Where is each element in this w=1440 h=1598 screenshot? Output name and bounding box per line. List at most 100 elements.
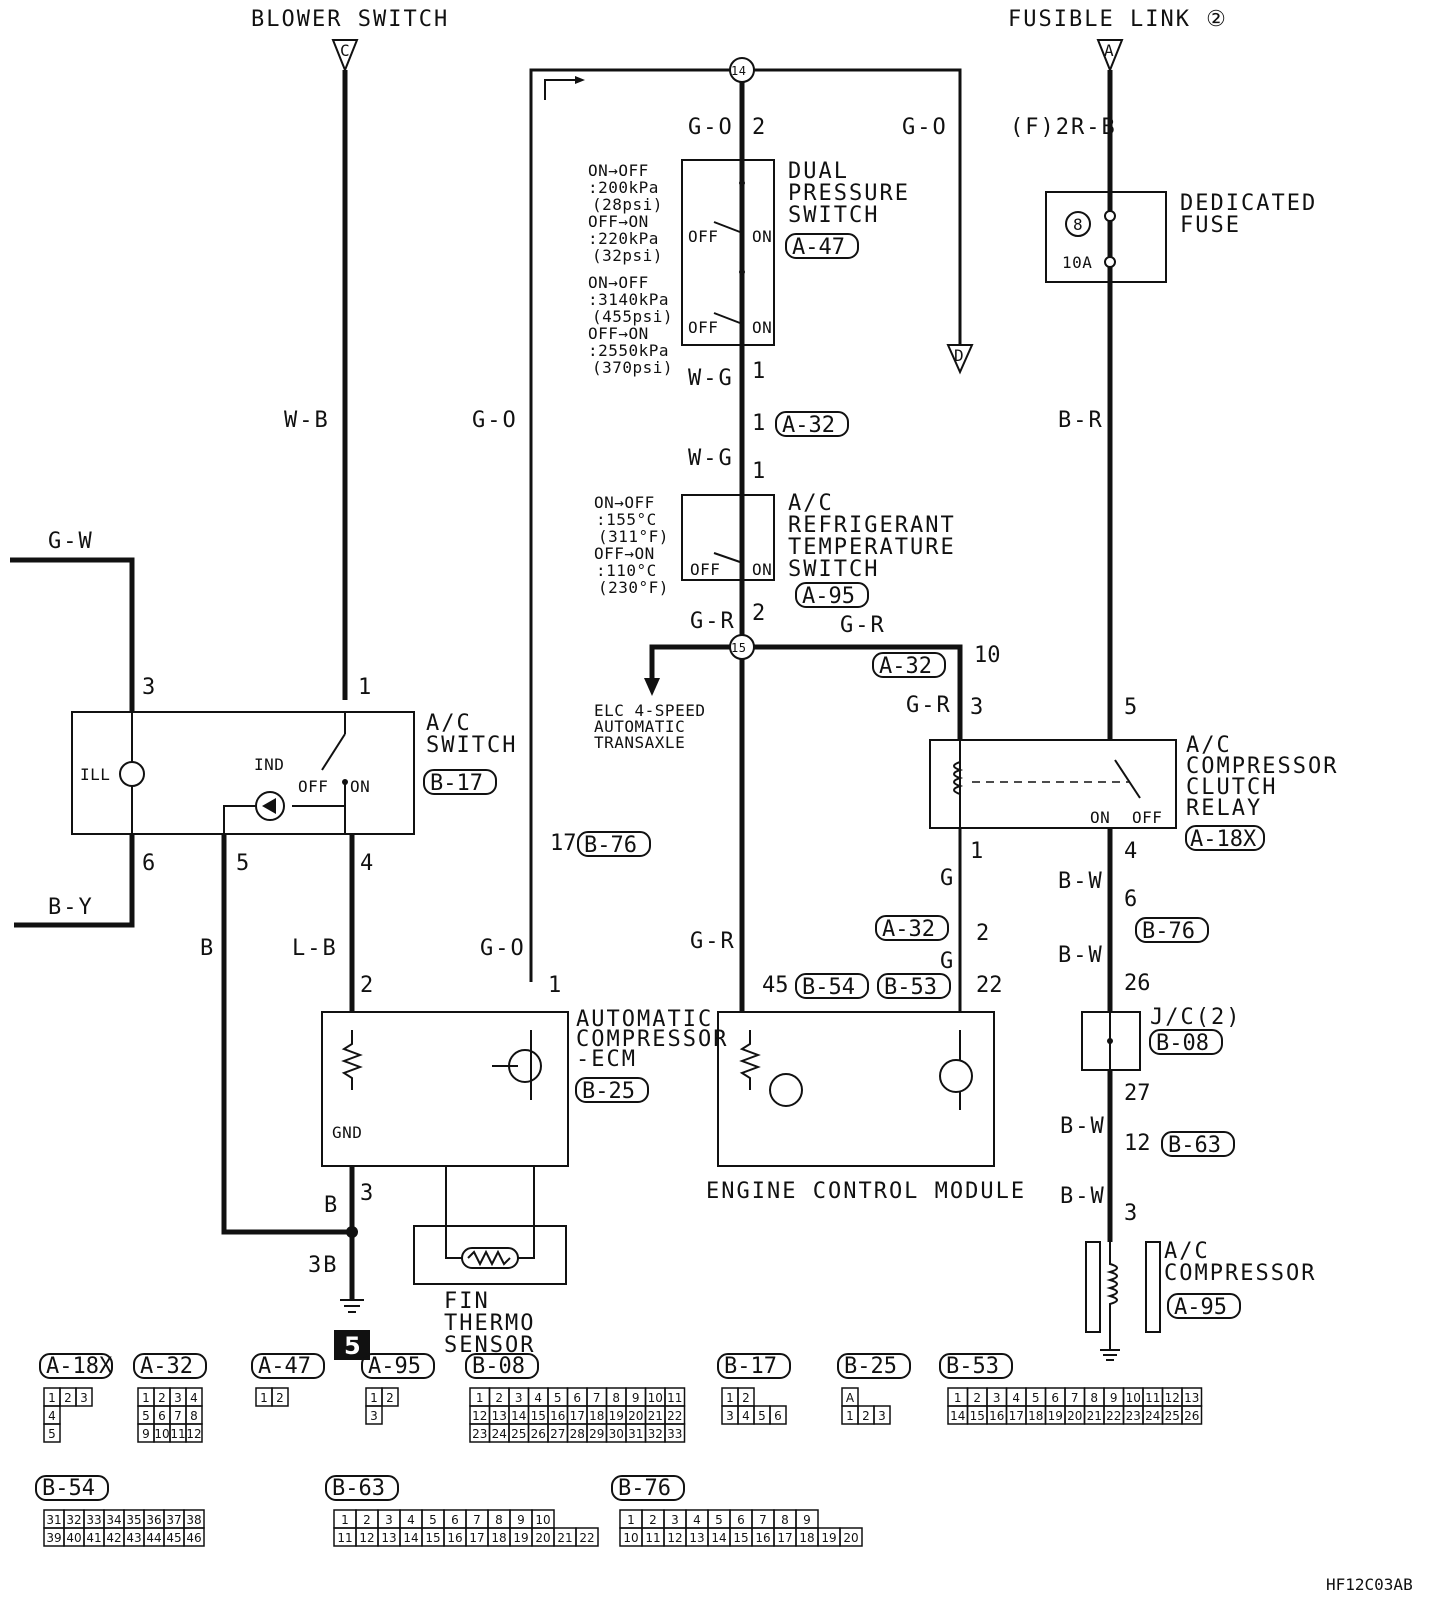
ecm-input-transistor — [769, 1073, 803, 1107]
pin-b63-12: 12 — [1124, 1131, 1151, 1156]
dps-on-1: ON — [752, 227, 772, 246]
ac-switch-name-0: A/C — [426, 711, 472, 736]
pin-b76-6: 6 — [1124, 887, 1137, 912]
wire-g-r-2-label: G-R — [840, 613, 886, 638]
connector-pin-number: 18 — [491, 1531, 506, 1545]
dps-contact — [713, 312, 741, 324]
terminal-a-letter: A — [1104, 41, 1114, 60]
fusible-link-label: FUSIBLE LINK ② — [1008, 7, 1228, 32]
connector-pin-number: 21 — [557, 1531, 572, 1545]
terminal-a-marker — [1096, 39, 1124, 73]
fuse-number: 8 — [1073, 215, 1083, 234]
jc-node — [1107, 1038, 1113, 1044]
connector-pin-number: 1 — [726, 1391, 734, 1405]
connector-pin-number: 5 — [1032, 1391, 1040, 1405]
connector-pin-number: 20 — [535, 1531, 550, 1545]
jc-name: J/C(2) — [1150, 1005, 1241, 1030]
rts-spec-3: OFF→ON — [594, 544, 655, 563]
connector-pin-cell — [365, 1405, 383, 1425]
connector-pin-number: 8 — [781, 1513, 789, 1527]
rts-name-1: REFRIGERANT — [788, 513, 956, 538]
connector-pin-number: 7 — [593, 1391, 601, 1405]
relay-name-3: RELAY — [1186, 796, 1262, 821]
terminal-c-letter: C — [340, 41, 350, 60]
b76-tag-b: B-76 — [1135, 917, 1209, 944]
switch-off: OFF — [298, 777, 328, 796]
connector-label: B-08 — [472, 1354, 525, 1379]
wire-w-g-1-label: W-G — [688, 366, 734, 391]
svg-text:B-76: B-76 — [584, 833, 637, 858]
connector-pin-number: 10 — [154, 1427, 169, 1441]
compressor-ecm-name-1: COMPRESSOR — [576, 1027, 728, 1052]
fin-thermo-leads — [445, 1166, 535, 1259]
connector-pin-number: 10 — [535, 1513, 550, 1527]
pin-a32-1: 1 — [752, 411, 765, 436]
svg-text:A-32: A-32 — [879, 654, 932, 679]
connector-pin-number: 1 — [846, 1409, 854, 1423]
dps-contact — [713, 221, 741, 233]
connector-label: B-63 — [332, 1476, 385, 1501]
connector-pin-number: 18 — [589, 1409, 604, 1423]
wire-b-2-label: B — [324, 1193, 339, 1218]
wire-g-r-1-label: G-R — [690, 609, 736, 634]
b63-tag: B-63 — [1161, 1131, 1235, 1158]
terminal-d-marker — [946, 344, 974, 375]
connector-pin-number: 45 — [166, 1531, 181, 1545]
jc-connector-tag: B-08 — [1149, 1029, 1223, 1056]
svg-text:B-76: B-76 — [1142, 919, 1195, 944]
wire-w-b-label: W-B — [284, 408, 330, 433]
pin-e45: 45 — [762, 973, 789, 998]
rts-connector-tag: A-95 — [795, 582, 869, 609]
connector-pin-number: 11 — [337, 1531, 352, 1545]
dps-spec-0: ON→OFF — [588, 161, 649, 180]
fin-thermo-name-1: THERMO — [444, 1311, 535, 1336]
connector-pin-number: 3 — [80, 1391, 88, 1405]
connector-pin-number: 41 — [86, 1531, 101, 1545]
wire-to-elc — [649, 644, 742, 678]
connector-pin-number: 5 — [715, 1513, 723, 1527]
connector-label: A-18X — [46, 1354, 113, 1379]
compressor-name-0: A/C — [1164, 1239, 1210, 1264]
wire-b-w-2-label: B-W — [1058, 943, 1104, 968]
fuse-terminal — [1104, 210, 1116, 222]
rts-name-0: A/C — [788, 491, 834, 516]
connector-pin-number: 2 — [862, 1409, 870, 1423]
connector-pin-number: 11 — [1145, 1391, 1160, 1405]
dps-spec-1: :200kPa — [588, 178, 659, 197]
connector-pin-number: 1 — [142, 1391, 150, 1405]
connector-pin-number: 10 — [1126, 1391, 1141, 1405]
connector-pin-number: 1 — [260, 1391, 268, 1405]
pin-relay-3: 3 — [970, 695, 983, 720]
connector-pin-number: 39 — [46, 1531, 61, 1545]
dps-off-1: OFF — [688, 227, 718, 246]
wire-g-w-label: G-W — [48, 529, 94, 554]
connector-pin-number: 5 — [758, 1409, 766, 1423]
dps-off-2: OFF — [688, 318, 718, 337]
pin-sw-6: 6 — [142, 851, 155, 876]
pin-b76-17: 17 — [550, 831, 577, 856]
dps-name-0: DUAL — [788, 159, 849, 184]
connector-label: A-32 — [140, 1354, 193, 1379]
connector-pin-number: 4 — [534, 1391, 542, 1405]
pin-sw-3: 3 — [142, 675, 155, 700]
connector-pin-number: 3 — [174, 1391, 182, 1405]
connector-pin-cell — [664, 1423, 686, 1443]
dps-name-2: SWITCH — [788, 203, 879, 228]
connector-pin-number: 17 — [570, 1409, 585, 1423]
ac-switch-box — [71, 711, 415, 835]
connector-pin-number: 15 — [425, 1531, 440, 1545]
connector-pin-number: 38 — [186, 1513, 201, 1527]
wire-g-r-to-relay — [742, 644, 963, 740]
connector-pin-number: 9 — [803, 1513, 811, 1527]
blower-switch-label: BLOWER SWITCH — [251, 7, 449, 32]
elc-name-1: AUTOMATIC — [594, 717, 685, 736]
connector-pin-number: 13 — [492, 1409, 507, 1423]
wire-l-b-label: L-B — [292, 936, 338, 961]
connector-pin-number: 18 — [799, 1531, 814, 1545]
dps-connector-tag: A-47 — [785, 233, 859, 260]
connector-pin-number: 3 — [993, 1391, 1001, 1405]
ground-junction — [346, 1226, 358, 1238]
